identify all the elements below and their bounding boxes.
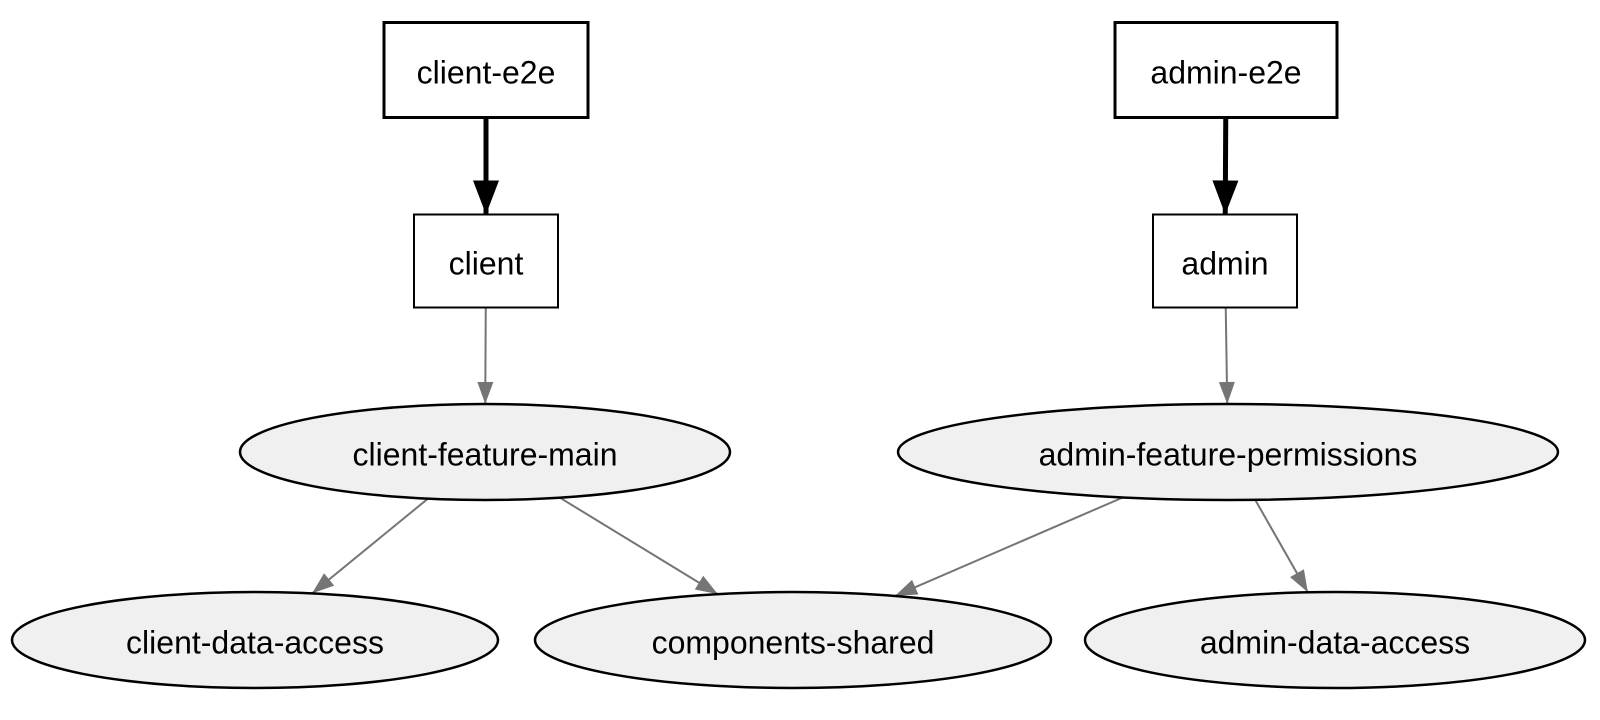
edges-layer (311, 117, 1309, 597)
node-shape-admin-e2e (1113, 21, 1339, 119)
edge-admin-feature-permissions-to-admin-data-access (1254, 499, 1309, 593)
node-label-client-data-access: client-data-access (126, 625, 384, 661)
node-client-data-access: client-data-access (10, 590, 500, 690)
node-admin: admin (1152, 213, 1298, 309)
node-label-admin-data-access: admin-data-access (1200, 625, 1470, 661)
node-components-shared: components-shared (533, 590, 1053, 690)
node-shape-client-e2e (382, 21, 590, 119)
edge-client-to-client-feature-main (477, 307, 494, 405)
edge-client-feature-main-to-client-data-access (311, 497, 429, 595)
node-admin-feature-permissions: admin-feature-permissions (896, 402, 1560, 502)
node-admin-data-access: admin-data-access (1083, 590, 1587, 690)
node-shape-client-feature-main (238, 402, 732, 502)
node-shape-components-shared (533, 590, 1053, 690)
node-client-feature-main: client-feature-main (238, 402, 732, 502)
node-client: client (413, 213, 559, 309)
node-shape-admin (1152, 213, 1298, 309)
edge-admin-to-admin-feature-permissions (1218, 307, 1235, 405)
node-label-admin-e2e: admin-e2e (1150, 55, 1301, 91)
node-shape-client-data-access (10, 590, 500, 690)
node-label-admin: admin (1181, 246, 1268, 282)
node-admin-e2e: admin-e2e (1113, 21, 1339, 119)
edge-admin-feature-permissions-to-components-shared (894, 496, 1124, 597)
edge-client-feature-main-to-components-shared (559, 496, 719, 595)
node-shape-client (413, 213, 559, 309)
node-label-admin-feature-permissions: admin-feature-permissions (1039, 437, 1418, 473)
node-client-e2e: client-e2e (382, 21, 590, 119)
nodes-layer: client-e2e admin-e2e client admin client-fea… (10, 21, 1587, 690)
edge-admin-e2e-to-admin (1212, 117, 1239, 215)
node-label-client: client (449, 246, 524, 282)
node-label-components-shared: components-shared (652, 625, 935, 661)
node-shape-admin-data-access (1083, 590, 1587, 690)
node-label-client-e2e: client-e2e (417, 55, 556, 91)
node-shape-admin-feature-permissions (896, 402, 1560, 502)
node-label-client-feature-main: client-feature-main (353, 437, 618, 473)
